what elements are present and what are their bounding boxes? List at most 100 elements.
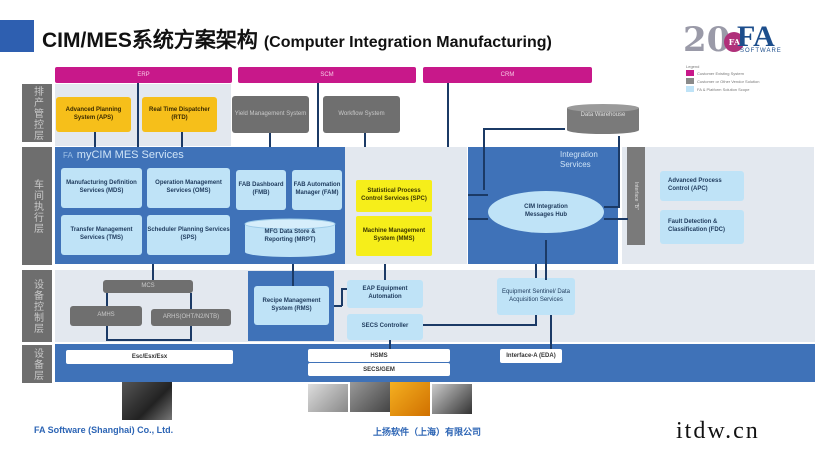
connector — [190, 326, 192, 340]
connector — [604, 218, 628, 220]
rtd-box: Real Time Dispatcher (RTD) — [142, 97, 217, 132]
connector — [423, 324, 535, 326]
title-en: (Computer Integration Manufacturing) — [263, 34, 552, 51]
title-cn: CIM/MES系统方案架构 — [42, 29, 258, 52]
fa-small-icon: FA — [63, 151, 73, 160]
company-name-cn: 上扬软件（上海）有限公司 — [373, 427, 482, 437]
mrpt-box: MFG Data Store & Reporting (MRPT) — [244, 218, 336, 258]
legend-item: FA & Platform Solution Scope — [686, 85, 759, 93]
erp-bar: ERP — [55, 67, 232, 83]
arhs-box: ARHS(OHT/N2/NTB) — [151, 309, 231, 326]
oms-box: Operation Management Services (OMS) — [147, 168, 230, 208]
interface-a-box: Interface-A (EDA) — [500, 349, 562, 363]
integration-title: Integration Services — [560, 150, 598, 169]
connector — [137, 83, 139, 147]
connector — [292, 264, 294, 286]
connector — [341, 288, 343, 306]
mds-box: Manufacturing Definition Services (MDS) — [61, 168, 142, 208]
aps-box: Advanced Planning System (APS) — [56, 97, 131, 132]
fmb-box: FAB Dashboard (FMB) — [236, 170, 286, 210]
mes-title-text: myCIM MES Services — [76, 149, 184, 161]
connector — [384, 264, 386, 280]
yield-management-box: Yield Management System — [232, 96, 309, 133]
connector — [468, 194, 488, 196]
logo-number: 20 — [683, 20, 731, 60]
layer-label-planning: 排产管控层 — [22, 84, 52, 142]
connector — [334, 305, 342, 307]
connector — [483, 128, 565, 130]
legend-label: Customer Existing System — [697, 70, 744, 76]
connector — [181, 132, 183, 147]
interface-b: Interface "B" — [627, 147, 645, 245]
connector — [106, 326, 108, 340]
process-control-band — [622, 147, 814, 264]
company-name-en: FA Software (Shanghai) Co., Ltd. — [34, 425, 174, 435]
hsms-box: HSMS — [308, 349, 450, 362]
connector — [447, 83, 449, 147]
legend-swatch — [686, 70, 694, 76]
connector — [535, 264, 537, 278]
equipment-photo — [308, 384, 348, 412]
anniversary-logo: 20FA — [683, 20, 745, 60]
connector — [317, 83, 319, 147]
connector — [545, 240, 547, 280]
layer-label-equipment: 设备层 — [22, 345, 52, 383]
connector — [106, 293, 108, 306]
equipment-photo — [350, 382, 390, 412]
mms-box: Machine Management System (MMS) — [356, 216, 432, 256]
crm-bar: CRM — [423, 67, 592, 83]
connector — [269, 133, 271, 147]
connector — [550, 315, 552, 349]
sps-box: Scheduler Planning Services (SPS) — [147, 215, 230, 255]
connector — [535, 315, 537, 326]
page-title: CIM/MES系统方案架构 (Computer Integration Manuf… — [42, 24, 552, 54]
database-icon — [567, 104, 639, 134]
legend-label: FA & Platform Solution Scope — [697, 86, 750, 92]
eap-box: EAP Equipment Automation — [347, 280, 423, 308]
legend-swatch — [686, 78, 694, 84]
mrpt-label: MFG Data Store & Reporting (MRPT) — [264, 229, 316, 243]
fa-logo-sub: SOFTWARE — [740, 48, 782, 54]
mcs-box: MCS — [103, 280, 193, 293]
connector — [604, 206, 620, 208]
layer-label-workshop: 车间执行层 — [22, 147, 52, 265]
connector — [152, 264, 154, 280]
fab-photo — [122, 382, 172, 420]
connector — [190, 293, 192, 309]
connector — [94, 132, 96, 147]
equipment-photo — [432, 384, 472, 414]
rms-box: Recipe Management System (RMS) — [254, 286, 329, 325]
watermark: itdw.cn — [676, 418, 760, 444]
integration-hub: CIM Integration Messages Hub — [488, 191, 604, 233]
equipment-photo — [390, 382, 430, 416]
data-warehouse: Data Warehouse — [566, 103, 640, 135]
connector — [341, 288, 347, 290]
legend: Legend Customer Existing System Customer… — [686, 64, 759, 93]
logo-badge: FA — [724, 32, 745, 52]
legend-item: Customer or Other Vendor Solution — [686, 77, 759, 85]
connector — [468, 218, 488, 220]
standards-box: Esc/Esx/Esx — [66, 350, 233, 364]
title-accent-bar — [0, 20, 34, 52]
connector — [364, 133, 366, 147]
legend-title: Legend — [686, 64, 700, 69]
fam-box: FAB Automation Manager (FAM) — [292, 170, 342, 210]
workflow-box: Workflow System — [323, 96, 400, 133]
connector — [483, 128, 485, 190]
spc-box: Statistical Process Control Services (SP… — [356, 180, 432, 212]
legend-swatch — [686, 86, 694, 92]
apc-box: Advanced Process Control (APC) — [660, 171, 744, 201]
tms-box: Transfer Management Services (TMS) — [61, 215, 142, 255]
secs-controller-box: SECS Controller — [347, 314, 423, 340]
database-icon — [244, 218, 336, 257]
data-warehouse-label: Data Warehouse — [580, 112, 626, 118]
scm-bar: SCM — [238, 67, 416, 83]
connector — [618, 136, 620, 206]
secs-gem-box: SECS/GEM — [308, 363, 450, 376]
legend-label: Customer or Other Vendor Solution — [697, 78, 760, 84]
connector — [106, 339, 192, 341]
layer-label-equipment-control: 设备控制层 — [22, 270, 52, 342]
fdc-box: Fault Detection & Classification (FDC) — [660, 210, 744, 244]
connector — [389, 340, 391, 349]
